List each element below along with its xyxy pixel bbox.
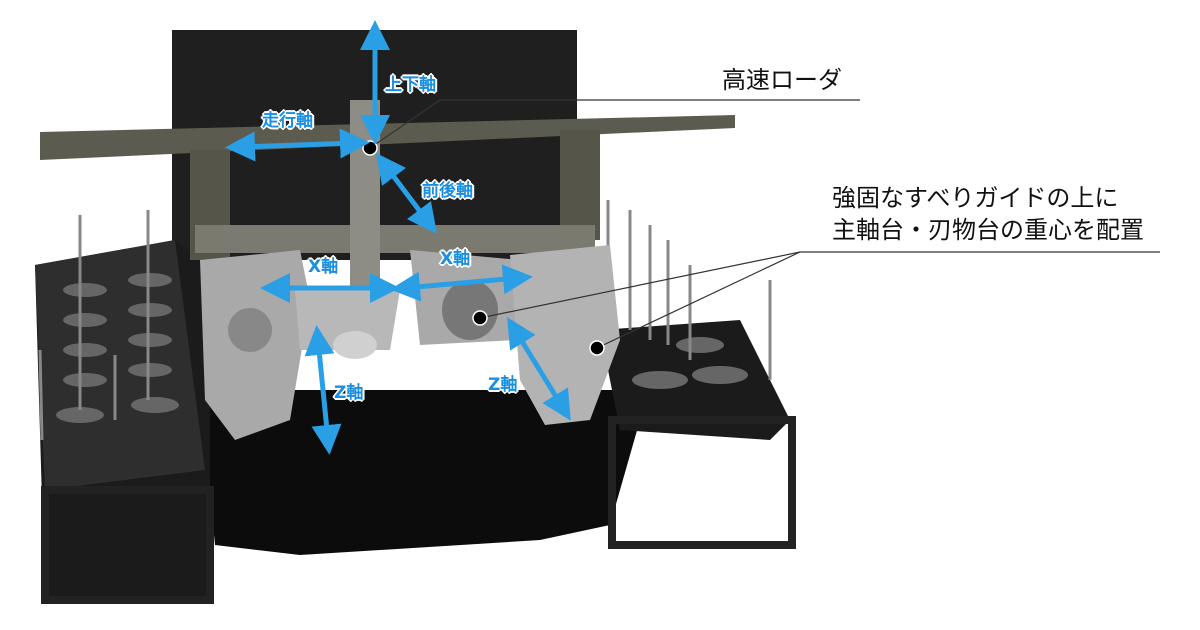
- z-axis-right-arrow: [507, 317, 571, 421]
- left-workpiece-stocker: [35, 210, 214, 604]
- vertical-axis-label: 上下軸: [385, 75, 436, 95]
- loader-callout: 高速ローダ: [722, 66, 842, 94]
- right-workpiece-stocker: [600, 200, 796, 549]
- travel-axis-label: 走行軸: [262, 111, 313, 131]
- x-axis-right-arrow: [390, 264, 533, 302]
- z-axis-left-arrow: [304, 325, 342, 455]
- x-axis-right-label: X軸: [440, 249, 471, 269]
- guide-callout-line1: 強固なすべりガイドの上に: [832, 184, 1119, 212]
- front-back-axis-arrow: [375, 153, 438, 234]
- travel-axis-arrow: [225, 128, 370, 162]
- z-axis-left-label: Z軸: [334, 383, 364, 403]
- callout-lines: [369, 99, 1160, 349]
- front-back-axis-label: 前後軸: [422, 181, 473, 201]
- x-axis-left-label: X軸: [308, 257, 339, 277]
- axis-arrows: [225, 19, 571, 455]
- z-axis-right-label: Z軸: [488, 375, 518, 395]
- guide-callout-line2: 主軸台・刃物台の重心を配置: [832, 216, 1144, 244]
